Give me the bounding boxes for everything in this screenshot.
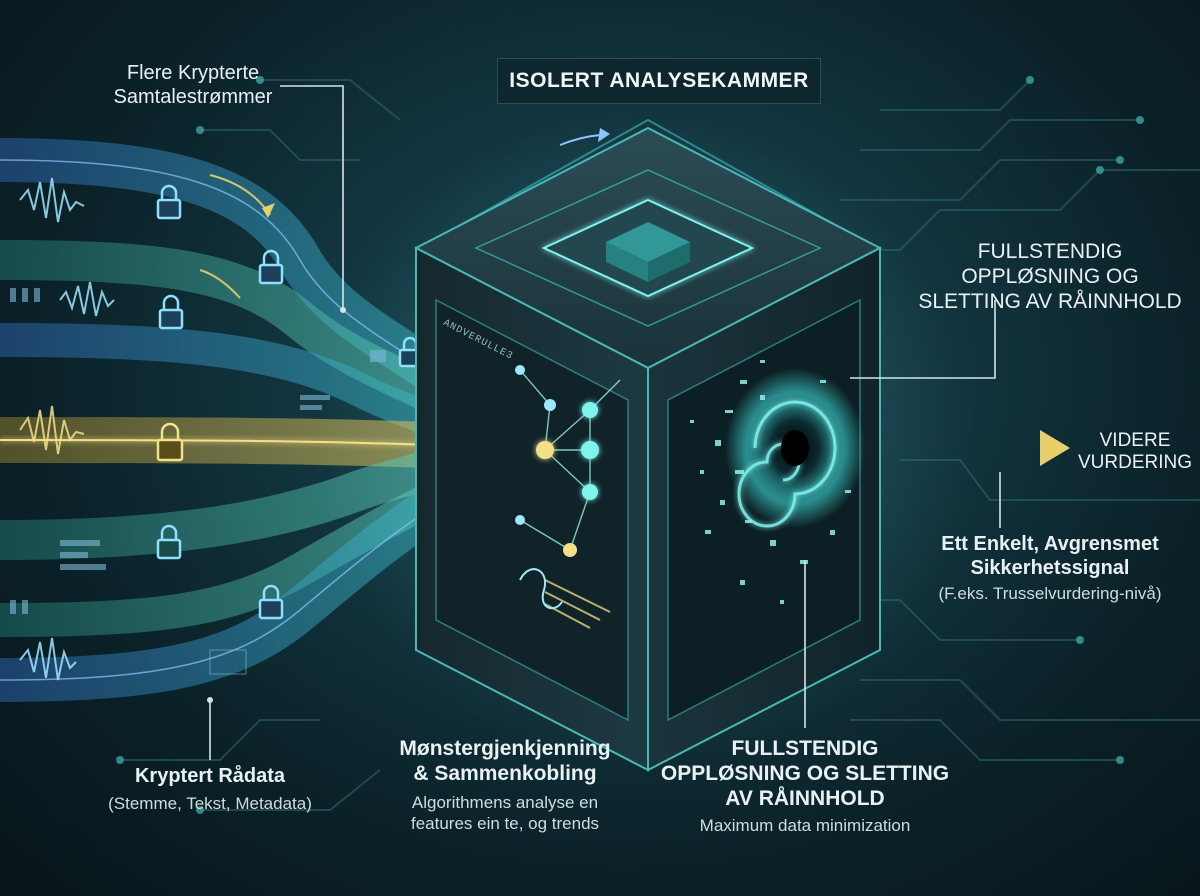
title-panel: ISOLERT ANALYSEKAMMER (497, 58, 821, 104)
label-output-line1: VIDERE (1099, 430, 1171, 451)
label-dissolve-bottom-line3: AV RÅINNHOLD (725, 786, 885, 810)
label-dissolve-bottom: FULLSTENDIG OPPLØSNING OG SLETTING AV RÅ… (655, 737, 955, 811)
label-pattern-line1: Mønstergjenkjenning (399, 737, 611, 760)
lock-icon (156, 184, 422, 620)
label-output-line2: VURDERING (1077, 452, 1192, 474)
network-node-icon (515, 365, 621, 557)
page-title: ISOLERT ANALYSEKAMMER (509, 69, 809, 92)
label-raw-title: Kryptert Rådata (134, 765, 286, 787)
label-pattern-sub-line2: features ein te, og trends (410, 814, 600, 834)
label-streams: Flere Krypterte Samtalestrømmer (98, 62, 288, 109)
label-dissolve-top: FULLSTENDIG OPPLØSNING OG SLETTING AV RÅ… (915, 240, 1185, 314)
label-pattern-sub-line1: Algorithmens analyse en (411, 793, 599, 812)
label-signal-sub: (F.eks. Trusselvurdering-nivå) (938, 584, 1162, 603)
label-dissolve-top-line3: SLETTING AV RÅINNHOLD (918, 289, 1182, 313)
label-signal-line2: Sikkerhetssignal (970, 556, 1130, 579)
data-bits (10, 288, 386, 675)
label-dissolve-sub: Maximum data minimization (699, 816, 911, 835)
dissolving-fragments (690, 360, 851, 604)
label-signal-title: Ett Enkelt, Avgrensmet Sikkerhetssignal (915, 533, 1185, 580)
waveform-icon (19, 177, 115, 681)
circuit-nodes (116, 76, 1144, 814)
arrow-right-icon (780, 430, 1070, 466)
label-dissolve-bottom-line1: FULLSTENDIG (731, 737, 879, 760)
label-pattern-title: Mønstergjenkjenning & Sammenkobling (375, 737, 635, 787)
label-dissolve-top-line2: OPPLØSNING OG (961, 264, 1139, 288)
label-streams-line1: Flere Krypterte (126, 62, 260, 84)
leader-lines (209, 85, 1001, 760)
label-raw-sub: (Stemme, Tekst, Metadata) (108, 794, 312, 813)
label-pattern-line2: & Sammenkobling (413, 761, 597, 785)
label-dissolve-bottom-line2: OPPLØSNING OG SLETTING (660, 761, 950, 785)
label-streams-line2: Samtalestrømmer (113, 85, 273, 108)
label-pattern-sub: Algorithmens analyse en features ein te,… (375, 792, 635, 835)
label-dissolve-top-line1: FULLSTENDIG (977, 240, 1123, 263)
label-output: VIDERE VURDERING (1075, 430, 1195, 475)
label-signal-line1: Ett Enkelt, Avgrensmet (941, 533, 1159, 555)
